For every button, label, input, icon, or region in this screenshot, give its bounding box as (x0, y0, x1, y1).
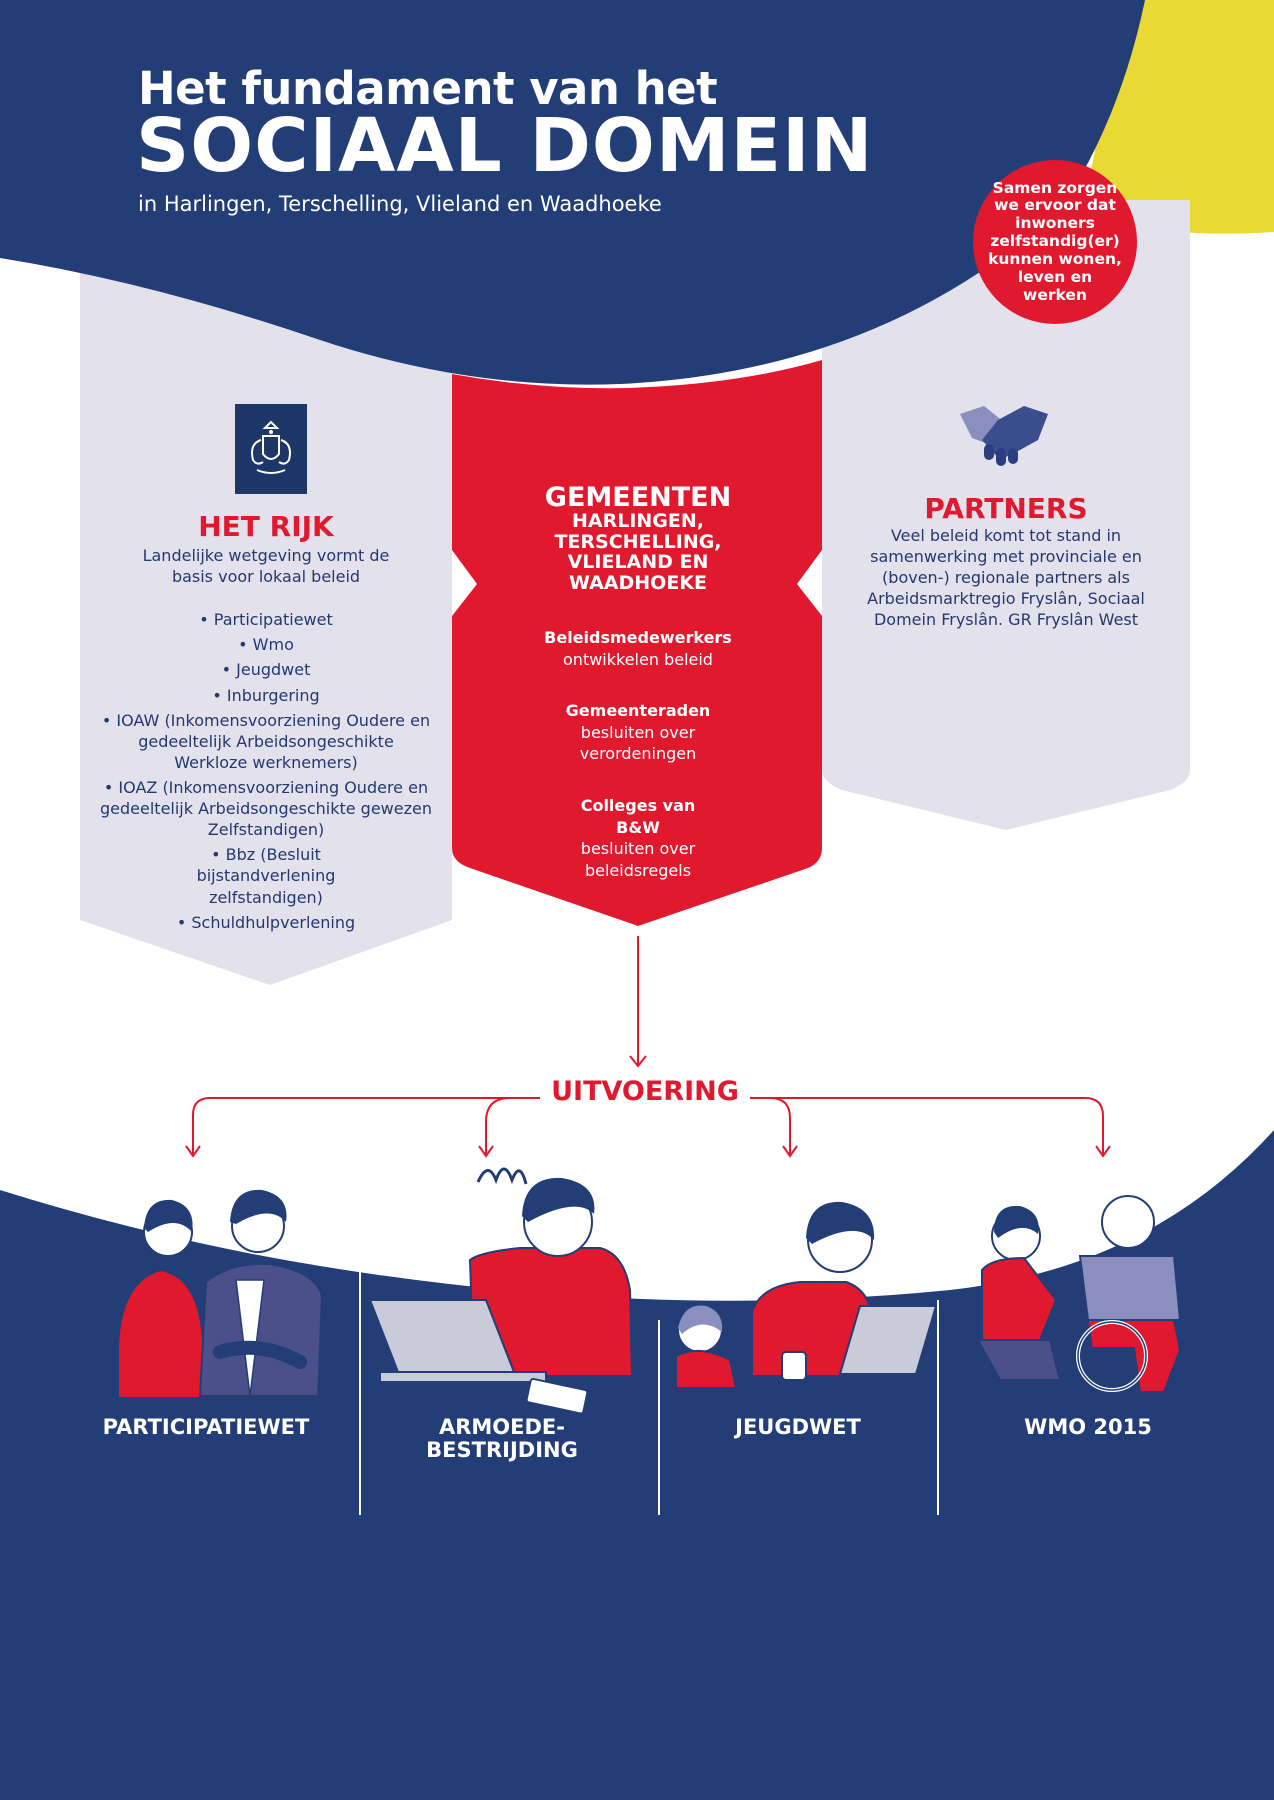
law-item: • IOAZ (Inkomensvoorziening Oudere en ge… (100, 777, 432, 840)
coat-of-arms-icon (235, 404, 307, 494)
subtitle: in Harlingen, Terschelling, Vlieland en … (138, 192, 662, 216)
role-who: Colleges van B&W (580, 796, 696, 837)
badge: Samen zorgen we ervoor dat inwoners zelf… (966, 162, 1144, 322)
role-block: Colleges van B&W besluiten over beleidsr… (498, 795, 778, 881)
mother-child-illustration (675, 1201, 938, 1389)
title-line1: Het fundament van het (138, 62, 718, 115)
gemeenten-shield (452, 360, 822, 926)
law-item: • Schuldhulpverlening (176, 912, 356, 932)
category-participatiewet: PARTICIPATIEWET (102, 1415, 310, 1439)
couple-illustration (117, 1189, 324, 1399)
gemeenten-title: GEMEENTEN (544, 482, 732, 513)
handshake-icon (960, 406, 1048, 466)
gemeenten-subtitle: HARLINGEN, TERSCHELLING, VLIELAND EN WAA… (554, 510, 722, 594)
role-what: besluiten over beleidsregels (580, 839, 696, 880)
role-what: ontwikkelen beleid (563, 649, 713, 669)
flow-arrows (185, 936, 1111, 1158)
partners-text: Veel beleid komt tot stand in samenwerki… (867, 526, 1145, 630)
rijk-panel (80, 230, 452, 985)
role-who: Gemeenteraden (565, 701, 711, 721)
badge-text: Samen zorgen we ervoor dat inwoners zelf… (988, 178, 1122, 304)
header-wave (0, 0, 1145, 385)
category-dividers (359, 1268, 939, 1515)
rijk-title: HET RIJK (198, 510, 334, 543)
category-jeugdwet: JEUGDWET (735, 1415, 861, 1439)
rijk-column: HET RIJK Landelijke wetgeving vormt de b… (100, 510, 432, 937)
law-item: • IOAW (Inkomensvoorziening Oudere en ge… (101, 710, 431, 772)
law-item: • Participatiewet (199, 610, 333, 630)
law-item: • Jeugdwet (221, 660, 311, 680)
worried-person-illustration (368, 1167, 634, 1415)
badge-circle (973, 160, 1137, 324)
role-block: Gemeenteraden besluiten over verordening… (498, 700, 778, 765)
caregiver-illustration (976, 1195, 1182, 1393)
role-what: besluiten over verordeningen (579, 722, 697, 764)
role-block: Beleidsmedewerkers ontwikkelen beleid (498, 627, 778, 670)
rijk-intro: Landelijke wetgeving vormt de basis voor… (142, 546, 390, 587)
category-wmo: WMO 2015 (1024, 1415, 1152, 1439)
partners-panel (822, 200, 1190, 830)
gemeenten-column: GEMEENTEN HARLINGEN, TERSCHELLING, VLIEL… (498, 484, 778, 881)
law-item: • Bbz (Besluit bijstandverlening zelfsta… (196, 845, 336, 907)
role-who: Beleidsmedewerkers (544, 628, 732, 648)
uitvoering-label: UITVOERING (540, 1076, 750, 1107)
partners-column: PARTNERS Veel beleid komt tot stand in s… (858, 492, 1154, 631)
rijk-law-list: • Participatiewet • Wmo • Jeugdwet • Inb… (100, 609, 432, 933)
title-line2: SOCIAAL DOMEIN (136, 103, 874, 189)
law-item: • Inburgering (212, 685, 320, 705)
category-armoedebestrijding: ARMOEDE- BESTRIJDING (426, 1415, 578, 1462)
partners-title: PARTNERS (924, 492, 1088, 525)
law-item: • Wmo (238, 635, 294, 655)
